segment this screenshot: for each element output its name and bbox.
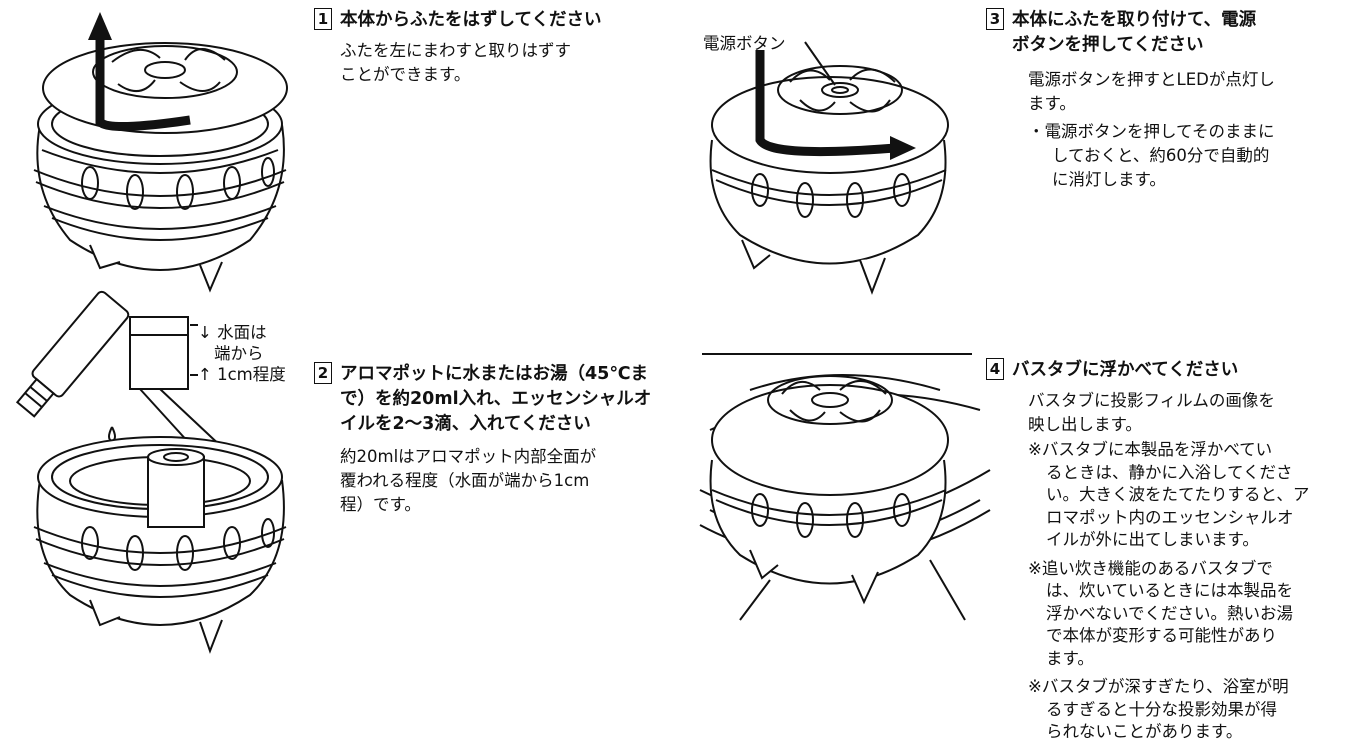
power-button-callout: 電源ボタン (703, 34, 786, 53)
step4-body: バスタブに投影フィルムの画像を 映し出します。 (1028, 391, 1275, 434)
step2-title: 2 アロマポットに水またはお湯（45℃ま で）を約20ml入れ、エッセンシャルオ… (314, 362, 694, 437)
step3-bullet: ・電源ボタンを押してそのままに しておくと、約60分で自動的 に消灯します。 (1028, 122, 1275, 189)
callout-line: 端から (214, 344, 264, 363)
step4-note-1: ※バスタブに本製品を浮かべてい るときは、静かに入浴してくださ い。大きく波をた… (1028, 440, 1310, 549)
water-level-callout: ↓ 水面は 端から ↑ 1cm程度 (198, 322, 286, 385)
step4-note-3: ※バスタブが深すぎたり、浴室が明 るすぎると十分な投影効果が得 られないことがあ… (1028, 677, 1289, 741)
step4-number: 4 (986, 358, 1004, 380)
aroma-oil-illustration (15, 290, 287, 654)
bathtub-illustration (699, 353, 991, 621)
step3-title: 3 本体にふたを取り付けて、電源 ボタンを押してください (986, 8, 1336, 58)
lid-removal-illustration (33, 12, 288, 293)
step3-number: 3 (986, 8, 1004, 30)
step3-body: 電源ボタンを押すとLEDが点灯し ます。 (1028, 70, 1275, 113)
step1-number: 1 (314, 8, 332, 30)
step1-body: ふたを左にまわすと取りはずす ことができます。 (340, 41, 571, 84)
step2-body: 約20mlはアロマポット内部全面が 覆われる程度（水面が端から1cm 程）です。 (340, 447, 597, 514)
step4-note-2: ※追い炊き機能のあるバスタブで は、炊いているときには本製品を 浮かべないでくだ… (1028, 558, 1294, 668)
step2-number: 2 (314, 362, 332, 384)
power-button-illustration (709, 41, 949, 295)
callout-line: ↓ 水面は (198, 323, 267, 342)
callout-line: ↑ 1cm程度 (198, 365, 286, 384)
step3-section: 3 本体にふたを取り付けて、電源 ボタンを押してください 電源ボタンを押すとLE… (986, 8, 1336, 192)
step2-section: 2 アロマポットに水またはお湯（45℃ま で）を約20ml入れ、エッセンシャルオ… (314, 362, 694, 517)
